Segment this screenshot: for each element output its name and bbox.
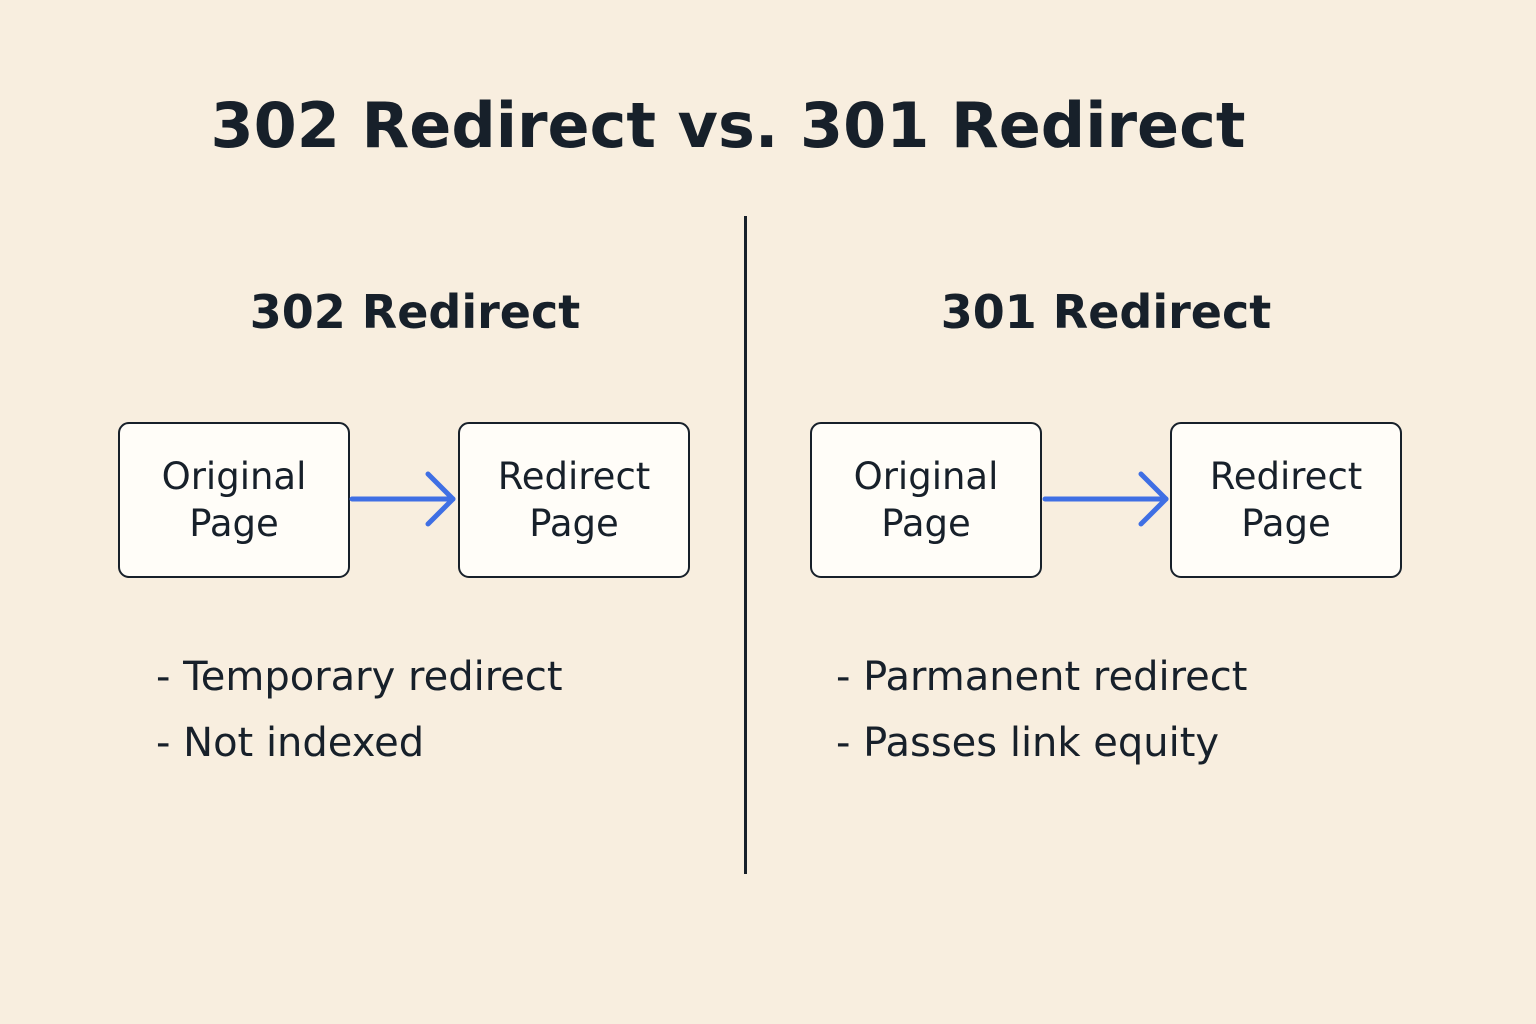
original-page-label-line1: Original [161,455,307,498]
panel-heading-301: 301 Redirect [940,285,1272,339]
original-page-box-302: Original Page [118,422,350,578]
redirect-arrow-301 [1042,471,1169,527]
redirect-page-label-line1: Redirect [1209,455,1363,498]
redirect-arrow-302 [349,471,456,527]
bullet-not-indexed: - Not indexed [156,720,425,766]
original-page-label-line2: Page [881,502,971,545]
redirect-page-box-302: Redirect Page [458,422,690,578]
original-page-box-301: Original Page [810,422,1042,578]
bullet-temporary-redirect: - Temporary redirect [156,654,563,700]
page-title: 302 Redirect vs. 301 Redirect [210,89,1246,162]
bullet-permanent-redirect: - Parmanent redirect [836,654,1248,700]
bullet-passes-link-equity: - Passes link equity [836,720,1220,766]
redirect-page-label-line2: Page [529,502,619,545]
panel-heading-302: 302 Redirect [249,285,581,339]
original-page-label-line2: Page [189,502,279,545]
original-page-label-line1: Original [853,455,999,498]
redirect-page-label-line1: Redirect [497,455,651,498]
redirect-page-label-line2: Page [1241,502,1331,545]
redirect-page-box-301: Redirect Page [1170,422,1402,578]
vertical-divider [744,216,747,874]
